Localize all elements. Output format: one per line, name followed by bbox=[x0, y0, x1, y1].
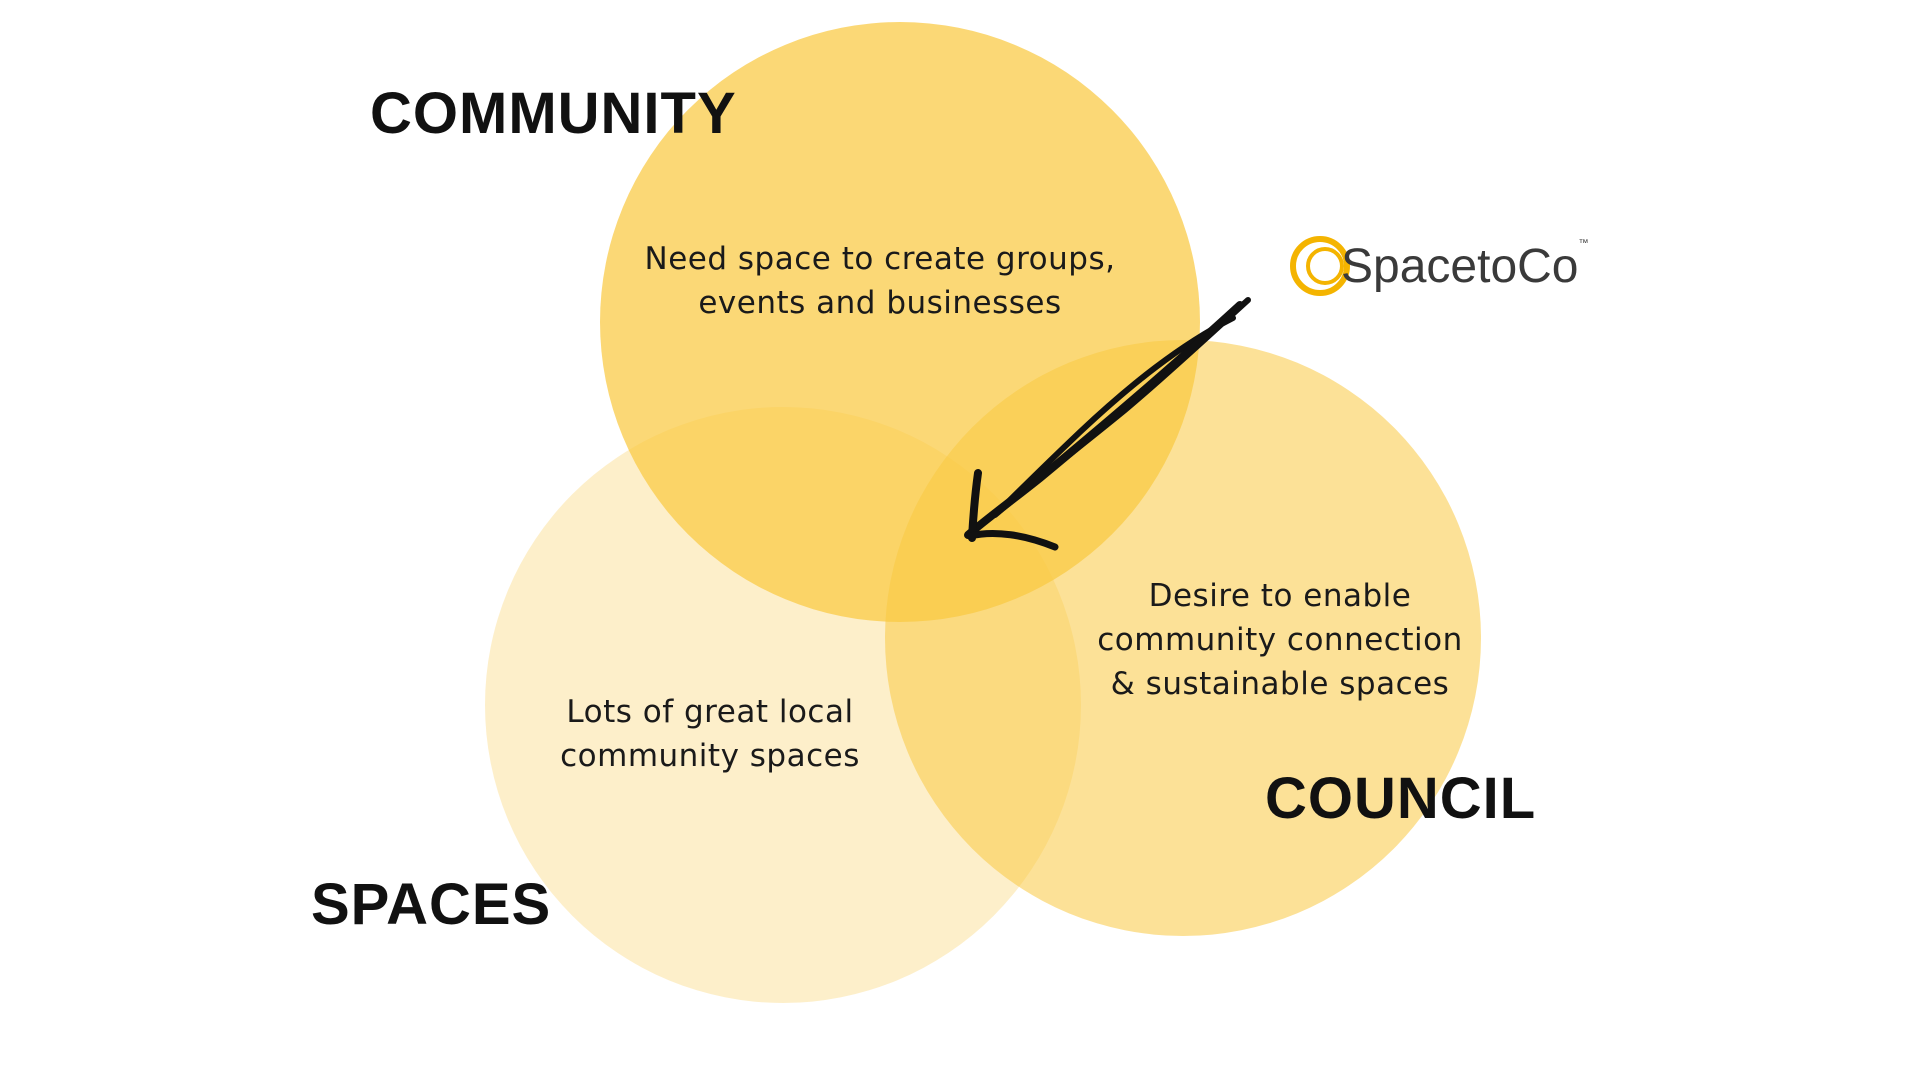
council-description: Desire to enable community connection & … bbox=[1097, 578, 1463, 702]
council-title: COUNCIL bbox=[1265, 766, 1537, 831]
spacetoco-logo: SpacetoCo ™ bbox=[1285, 228, 1589, 304]
community-title: COMMUNITY bbox=[370, 81, 737, 146]
logo-trademark: ™ bbox=[1578, 238, 1589, 249]
community-description: Need space to create groups, events and … bbox=[644, 241, 1116, 321]
logo-text: SpacetoCo bbox=[1341, 239, 1579, 293]
hand-drawn-arrow-icon bbox=[964, 297, 1251, 551]
spacetoco-logo-icon bbox=[1290, 236, 1350, 296]
spaces-title: SPACES bbox=[311, 872, 552, 937]
spaces-description: Lots of great local community spaces bbox=[560, 694, 860, 774]
